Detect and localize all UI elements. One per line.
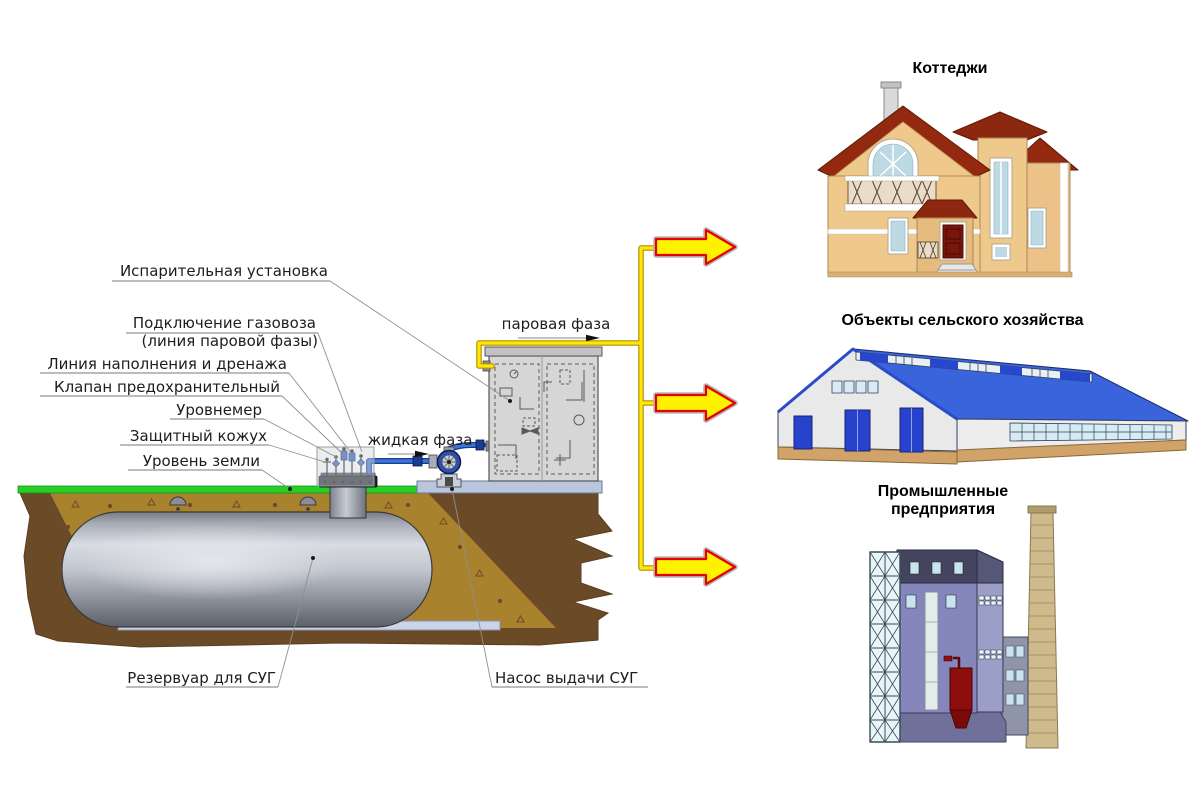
cottage-door xyxy=(942,224,964,259)
pipe-coupling xyxy=(412,455,423,467)
lpg-tank xyxy=(61,496,501,631)
liquid-flow-arrow-head xyxy=(415,450,429,458)
distribution-arrows xyxy=(653,227,738,587)
label-evaporator: Испарительная установка xyxy=(120,262,328,280)
industry-top-windows xyxy=(909,561,964,575)
label-protective-cover: Защитный кожух xyxy=(130,427,267,445)
cottage-lower-window xyxy=(890,220,906,252)
industry-chimney-rings xyxy=(1027,524,1057,734)
label-vapor-phase: паровая фаза xyxy=(502,315,611,333)
label-fill-drain-line: Линия наполнения и дренажа xyxy=(47,355,287,373)
consumer-title-industry: Промышленные предприятия xyxy=(877,483,1009,518)
cottage-chimney-cap xyxy=(880,81,902,89)
pipe-coupling xyxy=(475,439,485,451)
pump-pedestal-core xyxy=(445,477,453,486)
vapor-flow-arrow-head xyxy=(586,334,600,342)
industry-light-strip xyxy=(924,591,939,711)
farm-window-mullions xyxy=(1010,423,1172,441)
tank-lug-right-hole xyxy=(306,507,310,511)
cottage-porch-lattice xyxy=(919,241,937,259)
cottage-base xyxy=(827,271,1073,278)
flange-bolts xyxy=(323,480,372,484)
diagram-labels: Испарительная установка Подключение газо… xyxy=(47,262,638,687)
vapor-phase-pipe xyxy=(476,245,659,571)
industry-top-band-side xyxy=(976,549,1004,584)
label-truck-connection-1: Подключение газовоза xyxy=(133,314,316,332)
industry-facade-windows xyxy=(905,594,957,609)
tank-lug-left xyxy=(169,496,187,506)
flow-captions: паровая фаза жидкая фаза xyxy=(368,315,611,458)
cottage-tower-roof xyxy=(952,111,1048,141)
delivery-pump xyxy=(428,446,462,488)
cottage-right-pilaster xyxy=(1059,162,1069,277)
industrial-building-illustration xyxy=(869,505,1059,749)
cottage-balcony-lattice xyxy=(851,179,933,205)
industry-plinth xyxy=(887,711,1007,743)
industry-chimney-cap xyxy=(1027,505,1057,514)
tank-lug-right xyxy=(299,496,317,506)
label-underlines xyxy=(40,280,648,688)
protective-housing-box xyxy=(316,446,375,487)
cottage-balcony-toprail xyxy=(844,175,940,182)
cottage-porch-rail xyxy=(917,241,939,259)
label-liquid-phase: жидкая фаза xyxy=(368,431,473,449)
label-truck-connection-2: (линия паровой фазы) xyxy=(142,332,318,350)
consumer-title-cottages: Коттеджи xyxy=(912,60,988,77)
consumer-title-farm: Объекты сельского хозяйства xyxy=(841,312,1084,329)
farm-building-illustration xyxy=(777,347,1189,465)
farm-roof-trim xyxy=(777,347,958,421)
industry-annex-windows xyxy=(1005,645,1025,706)
industry-red-vessel xyxy=(943,655,973,729)
cottage-balcony-rail xyxy=(847,179,937,205)
industry-chimney xyxy=(1025,511,1059,749)
farm-gable-windows xyxy=(831,380,879,394)
evaporator-cabinet xyxy=(482,346,603,482)
leader-lines xyxy=(261,280,512,688)
farm-ridge-skylight-strip xyxy=(855,351,1093,383)
pump-hub xyxy=(447,460,451,464)
label-level-gauge: Уровнемер xyxy=(176,401,262,419)
label-safety-valve: Клапан предохранительный xyxy=(54,378,280,396)
industry-light-strip-divisions xyxy=(925,621,938,683)
label-tank: Резервуар для СУГ xyxy=(127,669,276,687)
label-pump: Насос выдачи СУГ xyxy=(495,669,638,687)
cottage-door-panels xyxy=(945,228,961,255)
neck-cylinder xyxy=(329,484,367,519)
arrow-to-industry xyxy=(653,547,738,587)
neck-flange xyxy=(318,475,378,488)
cottage-right-window xyxy=(1030,210,1044,246)
cottage-illustration xyxy=(817,81,1079,278)
industry-side-windows xyxy=(978,595,1003,660)
pump-flange-left xyxy=(428,454,438,469)
cottage-tower-small-window xyxy=(995,247,1007,257)
cabinet-lid xyxy=(484,346,603,357)
farm-ridge-skylight-mullions xyxy=(895,356,1049,378)
industry-lattice-tower xyxy=(869,551,901,743)
cabinet-body xyxy=(488,355,599,482)
farm-ridge-skylight-panes xyxy=(860,352,1090,382)
farm-side-base xyxy=(956,439,1187,463)
label-ground-level: Уровень земли xyxy=(143,452,260,470)
farm-door-left xyxy=(793,415,813,450)
tank-lug-left-hole xyxy=(176,507,180,511)
tank-highlight xyxy=(80,524,340,600)
arrow-to-cottages xyxy=(653,227,738,267)
cabinet-internals xyxy=(494,356,595,481)
arrow-to-farm xyxy=(653,383,738,423)
